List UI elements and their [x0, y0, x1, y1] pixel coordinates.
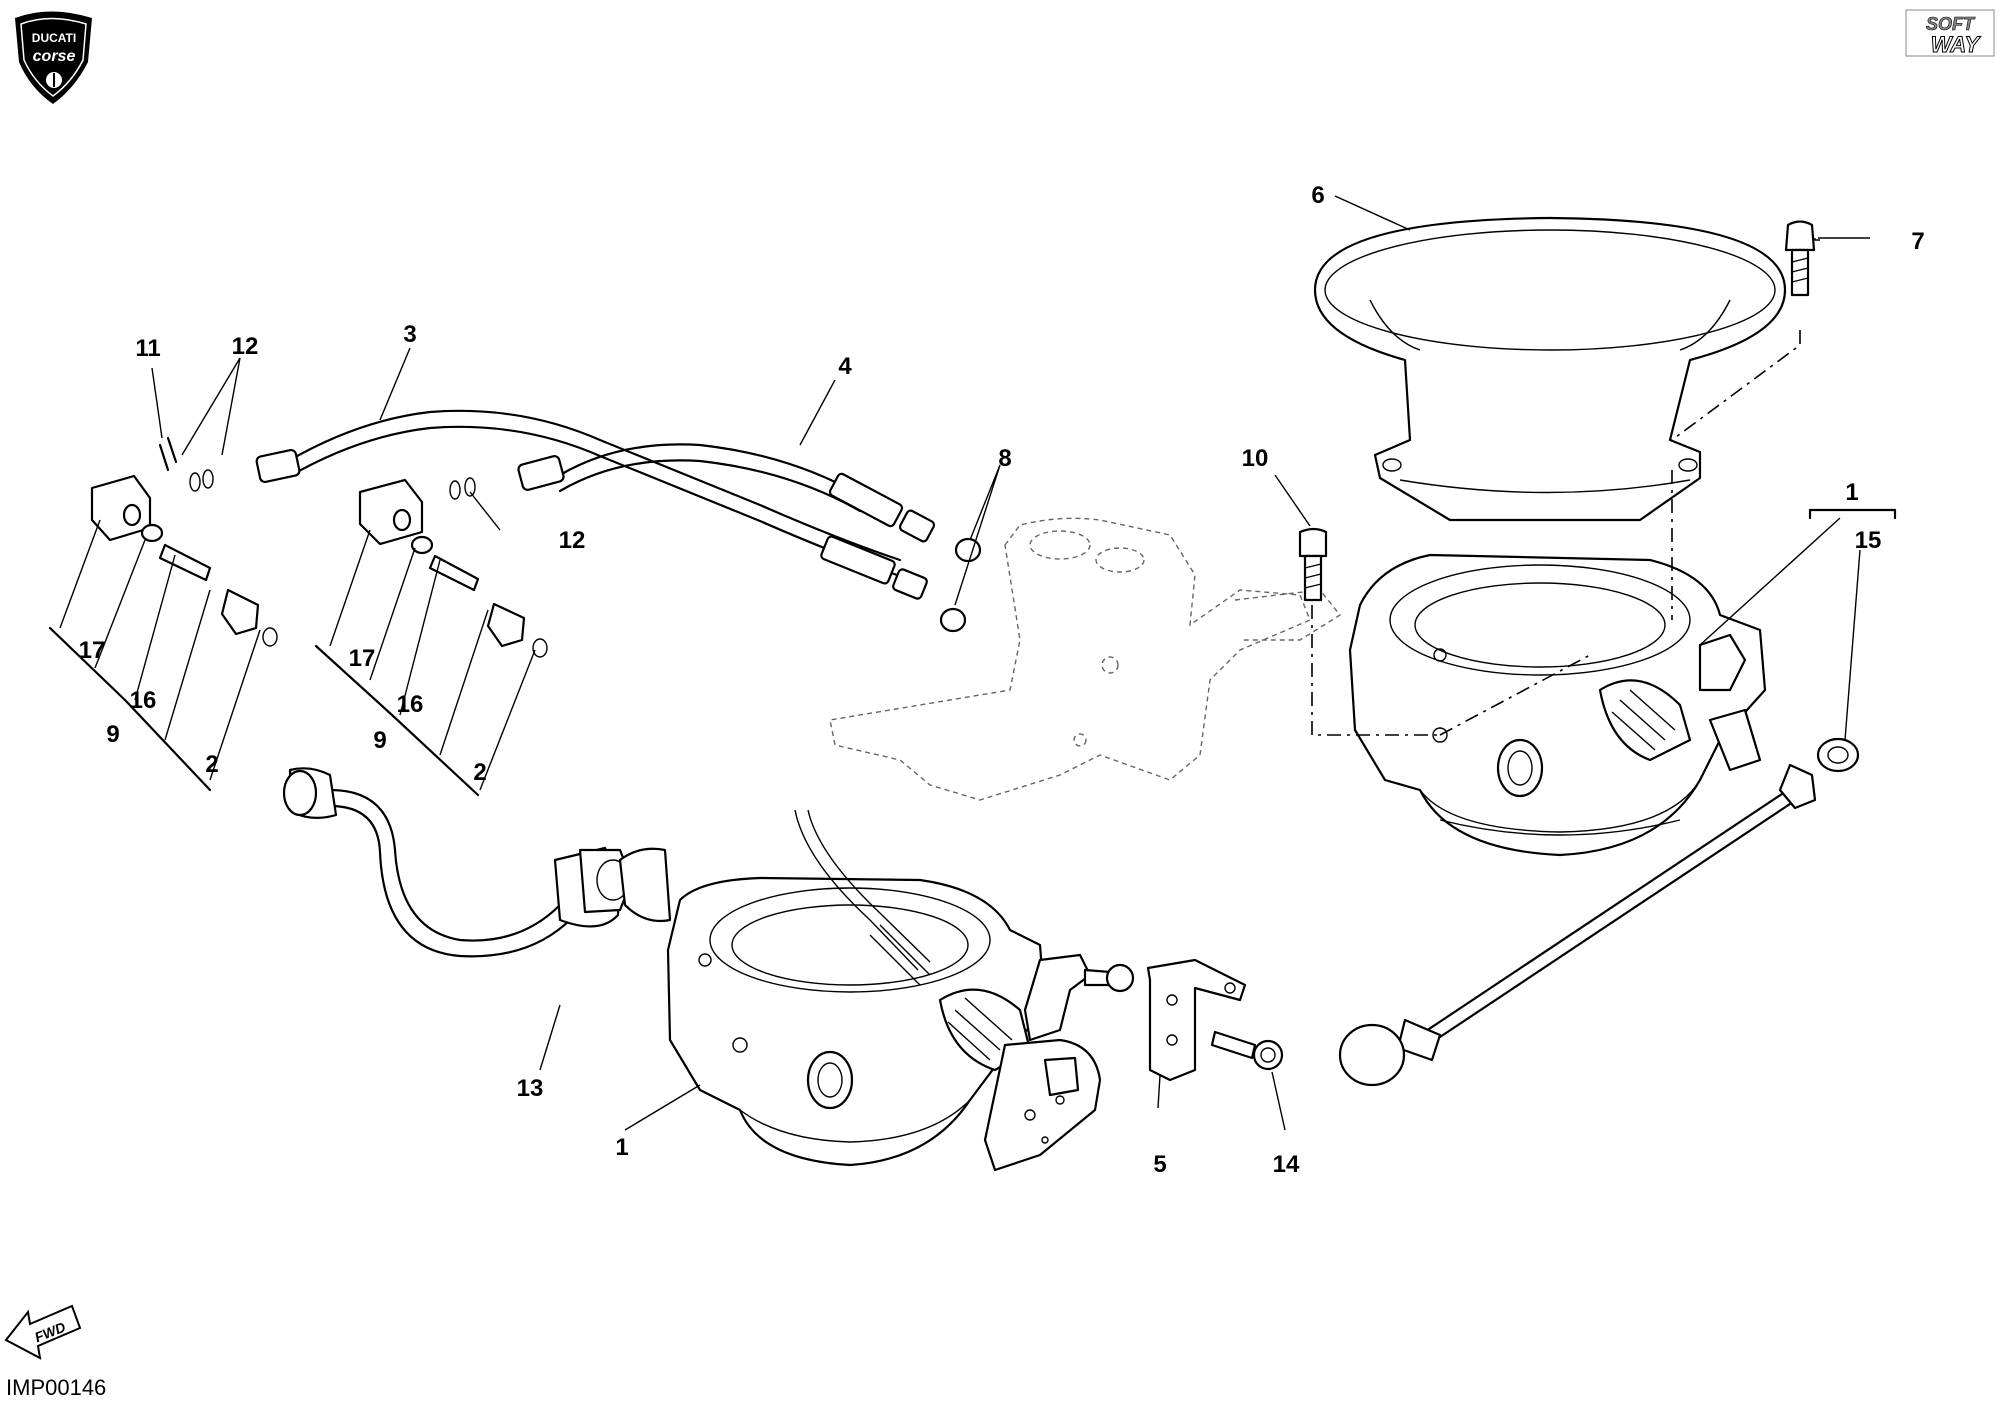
hose-3: [255, 409, 928, 600]
throttle-body-upper: [1348, 553, 1767, 857]
callout-4: 4: [838, 353, 852, 380]
callout-3: 3: [403, 321, 416, 348]
screw-14: [1210, 1030, 1284, 1071]
callout-labels: 1 1 1 2 2 3 4 5 6 7 8 9 9 10 11 12 12 13…: [79, 182, 1925, 1178]
callout-11: 11: [135, 335, 160, 362]
callout-2b: 2: [473, 759, 486, 786]
callout-17b: 17: [349, 645, 376, 672]
callout-15: 15: [1855, 527, 1882, 554]
callout-9a: 9: [106, 721, 119, 748]
callout-10: 10: [1242, 445, 1269, 472]
callout-6: 6: [1311, 182, 1324, 209]
callout-16b: 16: [397, 691, 424, 718]
callout-8: 8: [998, 445, 1011, 472]
connector-assembly-right: [358, 477, 548, 658]
air-funnel-6: [1313, 216, 1787, 522]
ghosted-manifold: [829, 517, 1342, 801]
logo-ducati-text: DUCATI: [32, 31, 76, 45]
connector-assembly-left: [90, 436, 278, 647]
throttle-body-lower: [666, 809, 1047, 1167]
drawing-code: IMP00146: [6, 1375, 107, 1400]
callout-17a: 17: [79, 637, 106, 664]
logo-corse-text: corse: [33, 48, 76, 65]
callout-1c: 1: [1833, 479, 1846, 506]
hose-4: [517, 443, 936, 543]
sensor-plate: [983, 1038, 1102, 1172]
washer-8b: [939, 607, 967, 633]
callout-14: 14: [1273, 1151, 1300, 1178]
callout-16a: 16: [130, 687, 157, 714]
callout-13: 13: [517, 1075, 544, 1102]
washer-8a: [954, 537, 982, 563]
leader-lines: [59, 195, 1870, 1131]
logo-soft-text: SOFT: [1926, 14, 1976, 34]
logo-way-text: WAY: [1931, 32, 1982, 57]
ducati-corse-logo: DUCATI corse: [15, 11, 92, 104]
softway-logo: SOFT WAY: [1905, 9, 1995, 58]
callout-5: 5: [1153, 1151, 1166, 1178]
callout-9b: 9: [373, 727, 386, 754]
bolt-10: [1298, 527, 1328, 602]
callout-2a: 2: [205, 751, 218, 778]
linkage-rod-15: [1338, 737, 1860, 1087]
callout-12a: 12: [232, 333, 259, 360]
bolt-7: [1784, 220, 1816, 297]
forward-arrow-icon: FWD: [4, 1304, 82, 1360]
alignment-lines: [1311, 330, 1801, 736]
callout-1b: 1: [615, 1134, 628, 1161]
bracket-5: [1146, 958, 1247, 1082]
hose-13-assembly: [282, 767, 672, 958]
callout-12b: 12: [559, 527, 586, 554]
callout-7: 7: [1911, 228, 1924, 255]
callout-1a: 1: [1845, 479, 1858, 506]
linkage-arm-lower: [1023, 953, 1135, 1042]
group-brackets: [48, 508, 1897, 797]
